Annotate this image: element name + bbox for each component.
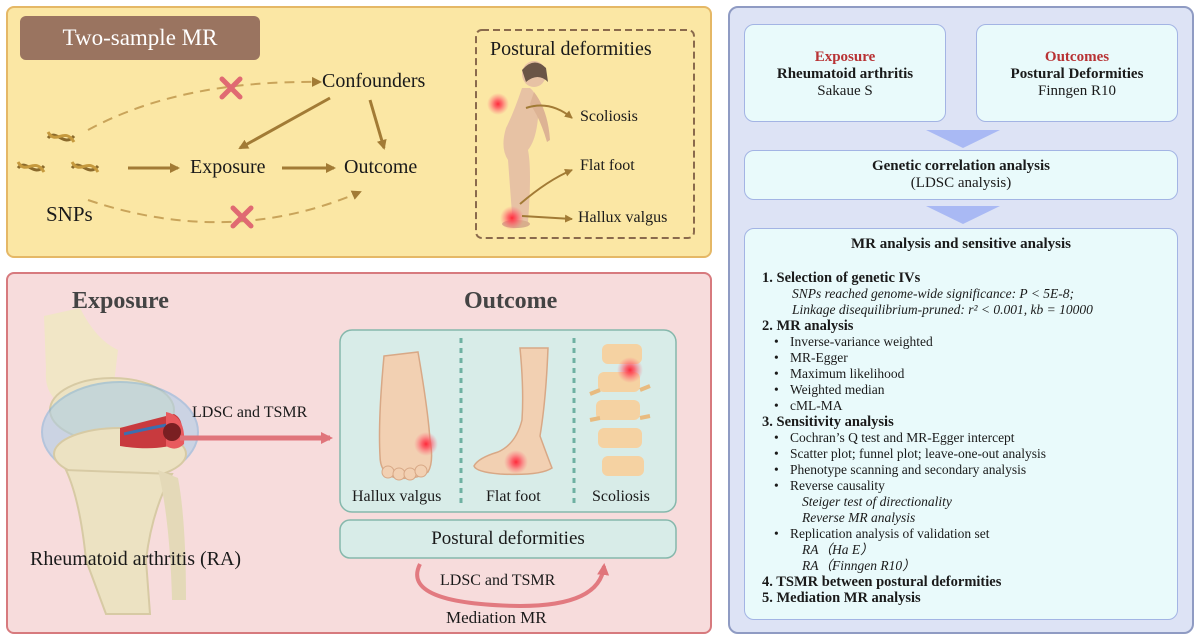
step-2-heading: 2. MR analysis xyxy=(762,318,854,334)
scoliosis-caption: Scoliosis xyxy=(592,488,650,505)
sensitivity-subitem: RA（Ha E） xyxy=(802,542,874,557)
step-4-heading: 4. TSMR between postural deformities xyxy=(762,574,1002,590)
step-5-heading: 5. Mediation MR analysis xyxy=(762,590,921,606)
mr-method-item: Weighted median xyxy=(762,382,1093,398)
to-scoliosis-arrow xyxy=(525,104,573,119)
step-1-criterion: Linkage disequilibrium-pruned: r² < 0.00… xyxy=(792,302,1093,317)
outcomes-box-heading: Outcomes xyxy=(1044,49,1110,65)
mr-method-item: MR-Egger xyxy=(762,350,1093,366)
step-3-heading: 3. Sensitivity analysis xyxy=(762,414,894,430)
exposure-heading: Exposure xyxy=(72,288,169,314)
hallux-valgus-foot-illustration xyxy=(378,351,438,481)
flat-foot-caption: Flat foot xyxy=(486,488,541,505)
two-sample-mr-title: Two-sample MR xyxy=(20,16,260,60)
exposure-box-heading: Exposure xyxy=(814,49,876,65)
exposure-box-name: Rheumatoid arthritis xyxy=(776,66,914,82)
confounders-label: Confounders xyxy=(322,70,426,92)
hallux-valgus-caption: Hallux valgus xyxy=(352,488,442,505)
outcomes-box-source: Finngen R10 xyxy=(1038,83,1116,99)
sensitivity-item: Replication analysis of validation set xyxy=(762,526,1093,542)
sensitivity-subitem: Steiger test of directionality xyxy=(802,494,952,509)
confounders-to-outcome-arrow xyxy=(368,99,387,150)
genetic-correlation-title: Genetic correlation analysis xyxy=(871,158,1051,174)
postural-deformities-caption: Postural deformities xyxy=(431,528,585,549)
mediation-curve-arrow xyxy=(415,563,610,609)
confounders-to-exposure-arrow xyxy=(238,96,331,150)
sensitivity-item: Cochran’s Q test and MR-Egger intercept xyxy=(762,430,1093,446)
sensitivity-item: Phenotype scanning and secondary analysi… xyxy=(762,462,1093,478)
flow-down-arrow xyxy=(926,130,1000,148)
dna-icon xyxy=(70,161,100,173)
genetic-correlation-subtitle: (LDSC analysis) xyxy=(910,175,1012,191)
mediation-mr-label: Mediation MR xyxy=(446,608,547,627)
exposure-box: Exposure Rheumatoid arthritis Sakaue S xyxy=(744,24,946,122)
scoliosis-label: Scoliosis xyxy=(580,108,638,125)
cross-icon xyxy=(230,205,254,229)
postural-deformities-pill xyxy=(339,519,677,559)
to-hallux-valgus-arrow xyxy=(521,214,573,223)
sensitivity-subitem: RA（Finngen R10） xyxy=(802,558,916,573)
postural-deformities-heading: Postural deformities xyxy=(490,38,652,60)
step-1-criterion: SNPs reached genome-wide significance: P… xyxy=(792,286,1075,301)
mr-method-item: Maximum likelihood xyxy=(762,366,1093,382)
exposure-box-source: Sakaue S xyxy=(817,83,873,99)
sensitivity-item: Scatter plot; funnel plot; leave-one-out… xyxy=(762,446,1093,462)
mr-analysis-steps: 1. Selection of genetic IVs SNPs reached… xyxy=(762,270,1093,606)
outcomes-box: Outcomes Postural Deformities Finngen R1… xyxy=(976,24,1178,122)
mr-analysis-title: MR analysis and sensitive analysis xyxy=(850,236,1072,252)
mr-method-item: Inverse-variance weighted xyxy=(762,334,1093,350)
sensitivity-subitem: Reverse MR analysis xyxy=(802,510,916,525)
mr-method-item: cML-MA xyxy=(762,398,1093,414)
rheumatoid-arthritis-label: Rheumatoid arthritis (RA) xyxy=(30,548,242,570)
standing-person-illustration xyxy=(487,61,550,230)
outcome-heading: Outcome xyxy=(464,288,558,314)
flow-down-arrow xyxy=(926,206,1000,224)
cross-icon xyxy=(219,76,243,100)
snps-label: SNPs xyxy=(46,202,93,226)
step-1-heading: 1. Selection of genetic IVs xyxy=(762,270,921,286)
flat-foot-illustration xyxy=(473,347,553,476)
dna-icon-group xyxy=(16,131,100,173)
dna-icon xyxy=(16,161,46,173)
sensitivity-item: Reverse causality xyxy=(762,478,1093,494)
snp-to-outcome-arc xyxy=(87,190,362,224)
genetic-correlation-box: Genetic correlation analysis (LDSC analy… xyxy=(744,150,1178,200)
outcome-label: Outcome xyxy=(344,156,418,178)
exposure-label: Exposure xyxy=(190,156,266,178)
spine-illustration xyxy=(589,344,651,476)
dna-icon xyxy=(46,131,76,143)
flat-foot-label: Flat foot xyxy=(580,157,635,174)
knee-joint-illustration xyxy=(41,308,199,615)
snp-to-confounders-arc xyxy=(87,76,322,131)
ldsc-tsmr-bottom-label: LDSC and TSMR xyxy=(440,572,556,589)
postural-deformities-box xyxy=(475,29,695,239)
hallux-valgus-label: Hallux valgus xyxy=(578,209,668,226)
ldsc-tsmr-label: LDSC and TSMR xyxy=(192,404,308,421)
to-flat-foot-arrow xyxy=(519,169,573,205)
outcomes-box-name: Postural Deformities xyxy=(1010,66,1144,82)
mr-analysis-box: MR analysis and sensitive analysis xyxy=(744,228,1178,620)
